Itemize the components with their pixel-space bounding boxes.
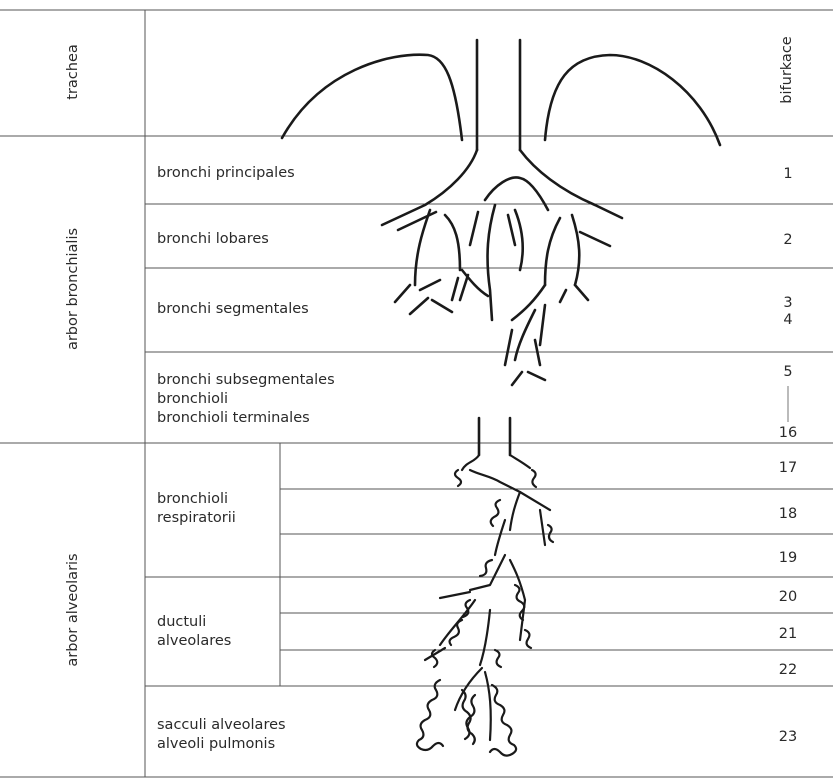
row-label-bronchi-segmentales: bronchi segmentales (157, 301, 309, 317)
row-label-bronchi-principales: bronchi principales (157, 165, 295, 181)
row-label-bronchi-subsegmentales: bronchi subsegmentales (157, 372, 335, 388)
alveolar-tree-illustration (417, 455, 553, 756)
section-label-trachea: trachea (65, 44, 81, 100)
generation-number: 22 (779, 662, 797, 678)
row-label-ductuli: ductuli (157, 614, 206, 630)
column-title-bifurkace: bifurkace (779, 36, 795, 103)
generation-number: 1 (783, 166, 792, 182)
generation-number: 17 (779, 460, 797, 476)
row-label-bronchioli: bronchioli (157, 491, 228, 507)
row-label-respiratorii: respiratorii (157, 510, 236, 526)
generation-number: 2 (783, 232, 792, 248)
row-label-bronchioli: bronchioli (157, 391, 228, 407)
row-label-alveolares: alveolares (157, 633, 231, 649)
generation-number: 16 (779, 425, 797, 441)
bronchial-tree-illustration (282, 40, 720, 455)
generation-number: 5 (783, 364, 792, 380)
row-label-sacculi-alveolares: sacculi alveolares (157, 717, 286, 733)
row-label-alveoli-pulmonis: alveoli pulmonis (157, 736, 275, 752)
generation-number: 4 (783, 312, 792, 328)
generation-number: 18 (779, 506, 797, 522)
row-label-bronchi-lobares: bronchi lobares (157, 231, 269, 247)
generation-number: 20 (779, 589, 797, 605)
table-grid (0, 10, 833, 777)
generation-number: 3 (783, 295, 792, 311)
section-label-arbor-alveolaris: arbor alveolaris (65, 553, 81, 666)
generation-number: 19 (779, 550, 797, 566)
generation-number: 21 (779, 626, 797, 642)
generation-number: 23 (779, 729, 797, 745)
section-label-arbor-bronchialis: arbor bronchialis (65, 228, 81, 350)
row-label-bronchioli-terminales: bronchioli terminales (157, 410, 310, 426)
